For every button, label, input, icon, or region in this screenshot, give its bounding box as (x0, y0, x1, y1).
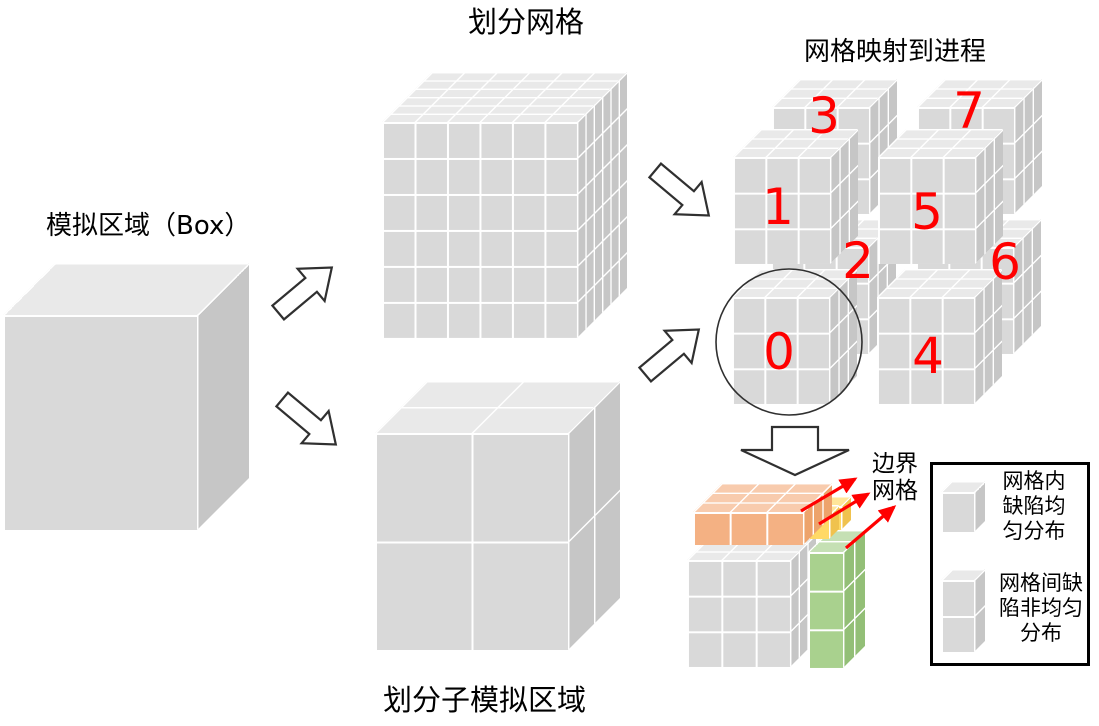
cube-front-face (687, 560, 790, 667)
cube-front-face (941, 492, 974, 532)
process-number-5: 5 (911, 183, 943, 241)
boundary-grid-label: 边界网格 (872, 451, 918, 504)
arrow-circle-to-exploded (740, 425, 850, 477)
subdomain-label: 划分子模拟区域 (383, 683, 587, 717)
arrow-box-to-subdomain (274, 391, 338, 446)
legend-item-nonuniform: 网格间缺陷非均匀分布 (999, 571, 1083, 645)
arrow-subdomain-to-process0 (637, 328, 701, 383)
grid-title: 划分网格 (468, 5, 585, 39)
cube-front-face (877, 297, 974, 404)
legend-item-uniform: 网格内缺陷均匀分布 (1002, 469, 1066, 543)
cube-front-face (941, 580, 974, 652)
process-number-3: 3 (808, 87, 840, 145)
cube-front-face (878, 157, 975, 264)
process-number-6: 6 (989, 233, 1021, 291)
cube-front-face (693, 512, 803, 545)
process-number-0: 0 (763, 323, 795, 381)
process-number-4: 4 (912, 327, 944, 385)
cube-front-face (375, 433, 568, 650)
cube-front-face (3, 315, 197, 530)
mapping-title: 网格映射到进程 (804, 37, 987, 67)
cube-side-face (843, 530, 865, 668)
arrow-grid-to-processes (647, 162, 711, 217)
cube-side-face (974, 569, 985, 652)
process-number-7: 7 (953, 82, 985, 140)
cube-front-face (382, 122, 577, 338)
cube-front-face (808, 552, 843, 668)
cube-front-face (733, 157, 830, 264)
process-number-2: 2 (842, 232, 874, 290)
process-number-1: 1 (762, 178, 794, 236)
arrow-box-to-grid (270, 266, 334, 321)
box-label: 模拟区域（Box） (46, 211, 251, 241)
